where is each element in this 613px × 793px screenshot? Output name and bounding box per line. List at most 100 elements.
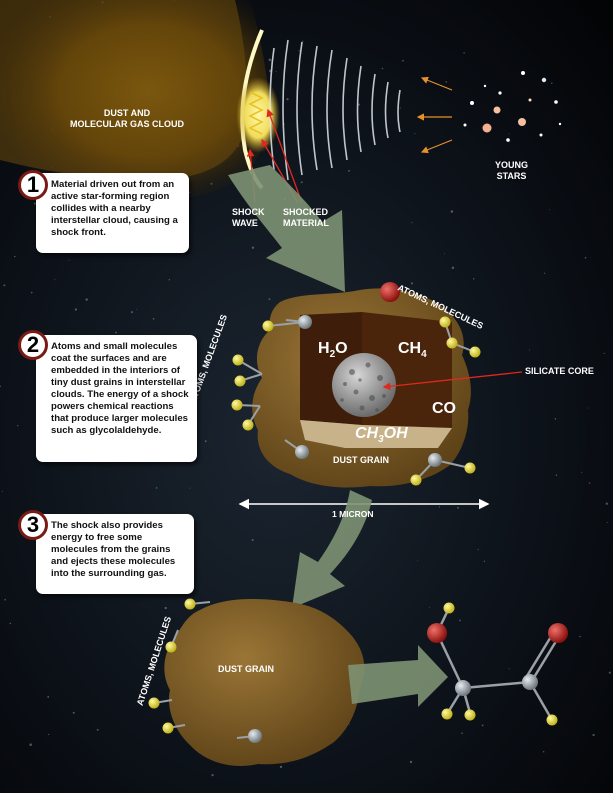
background-star xyxy=(357,103,360,106)
cloud-label-line-1: DUST AND xyxy=(103,108,151,118)
background-star xyxy=(29,743,32,746)
step-1-callout: Material driven out from an active star-… xyxy=(36,173,189,253)
background-star xyxy=(152,317,155,320)
background-star xyxy=(438,506,441,508)
background-star xyxy=(399,107,401,109)
cloud-label-line-2: MOLECULAR GAS CLOUD xyxy=(70,119,184,129)
background-star xyxy=(608,671,611,674)
glycolaldehyde-molecule xyxy=(427,602,568,726)
dust-grain-lower xyxy=(164,599,365,766)
background-star xyxy=(251,246,255,249)
background-star xyxy=(457,506,459,509)
background-star xyxy=(48,733,50,736)
step-3-text: The shock also provides energy to free s… xyxy=(51,520,176,579)
background-star xyxy=(4,598,7,601)
background-star xyxy=(543,272,546,274)
background-star xyxy=(554,418,557,420)
silicate-core-label: SILICATE CORE xyxy=(525,366,594,376)
background-star xyxy=(461,732,463,734)
ch3oh-label: CH3OH xyxy=(355,425,408,445)
background-star xyxy=(9,622,12,625)
background-star xyxy=(548,209,550,211)
background-star xyxy=(605,502,608,505)
background-star xyxy=(410,282,413,285)
background-star xyxy=(279,765,283,769)
background-star xyxy=(189,487,191,489)
background-star xyxy=(542,750,545,753)
shocked-material-label-line-1: SHOCKED xyxy=(283,207,329,217)
background-star xyxy=(68,259,70,261)
young-stars-label-line-1: YOUNG xyxy=(495,160,529,170)
background-star xyxy=(414,133,416,135)
background-star xyxy=(581,471,583,473)
background-star xyxy=(402,59,404,62)
background-star xyxy=(155,487,158,489)
h2o-base: H xyxy=(318,340,330,357)
dust-grain-label-top: DUST GRAIN xyxy=(333,455,389,465)
step-3-callout: The shock also provides energy to free s… xyxy=(36,514,194,594)
background-star xyxy=(17,425,19,427)
shock-wave-label-line-2: WAVE xyxy=(232,218,258,228)
step-1-text: Material driven out from an active star-… xyxy=(51,179,178,238)
background-star xyxy=(164,606,167,610)
background-star xyxy=(450,210,454,213)
co-base: CO xyxy=(432,400,456,417)
background-star xyxy=(463,52,465,54)
background-star xyxy=(443,253,445,255)
background-star xyxy=(603,352,605,355)
background-star xyxy=(541,372,543,374)
background-star xyxy=(30,291,33,294)
ch4-label: CH4 xyxy=(398,340,427,360)
cloud-label: DUST AND MOLECULAR GAS CLOUD xyxy=(70,108,184,130)
glyco-hydrogen-atom xyxy=(546,714,558,726)
background-star xyxy=(555,474,558,476)
surface-atoms-grain-3 xyxy=(148,598,262,743)
cutaway-floor xyxy=(300,420,452,448)
background-star xyxy=(300,181,303,184)
shock-wave-label: SHOCK WAVE xyxy=(232,207,265,229)
h2o-subscript: 2 xyxy=(329,349,336,361)
background-star xyxy=(3,284,6,287)
process-arrow-1 xyxy=(228,165,345,292)
background-star xyxy=(130,311,133,314)
background-star xyxy=(54,279,56,281)
dust-grain-label-bottom: DUST GRAIN xyxy=(218,664,274,674)
background-star xyxy=(74,308,78,311)
background-star xyxy=(592,733,595,737)
background-star xyxy=(606,521,608,524)
process-arrow-2 xyxy=(292,490,372,608)
ch4-base: CH xyxy=(398,340,422,357)
glyco-carbon-atom xyxy=(522,674,538,690)
glyco-carbon-atom xyxy=(455,680,471,696)
ch3oh-subscript: 3 xyxy=(378,434,384,446)
background-star xyxy=(72,711,75,714)
background-star xyxy=(268,58,272,62)
shock-wave-arcs xyxy=(269,39,401,181)
background-star xyxy=(551,82,553,84)
background-star xyxy=(472,278,475,280)
background-star xyxy=(136,308,138,310)
background-star xyxy=(579,635,581,638)
silicate-core xyxy=(332,353,396,417)
ch4-subscript: 4 xyxy=(421,349,427,361)
background-star xyxy=(483,560,486,562)
young-stars-label-line-2: STARS xyxy=(496,171,527,181)
background-star xyxy=(451,266,455,270)
stellar-wind-arrows xyxy=(416,76,453,154)
background-star xyxy=(409,760,413,764)
ch3oh-base: CH xyxy=(355,425,379,442)
silicate-core-pointer xyxy=(382,371,523,391)
glyco-oxygen-atom xyxy=(548,623,568,643)
background-star xyxy=(47,695,50,698)
background-star xyxy=(96,728,99,731)
shocked-material-label-line-2: MATERIAL xyxy=(283,218,329,228)
step-3-badge: 3 xyxy=(18,510,48,540)
scale-label: 1 MICRON xyxy=(332,509,374,519)
background-star xyxy=(250,224,253,227)
glyco-hydrogen-atom xyxy=(441,708,453,720)
background-star xyxy=(211,773,214,777)
background-star xyxy=(85,298,88,301)
dust-grain-cutaway xyxy=(252,288,523,488)
background-star xyxy=(168,279,170,281)
background-star xyxy=(349,724,350,725)
